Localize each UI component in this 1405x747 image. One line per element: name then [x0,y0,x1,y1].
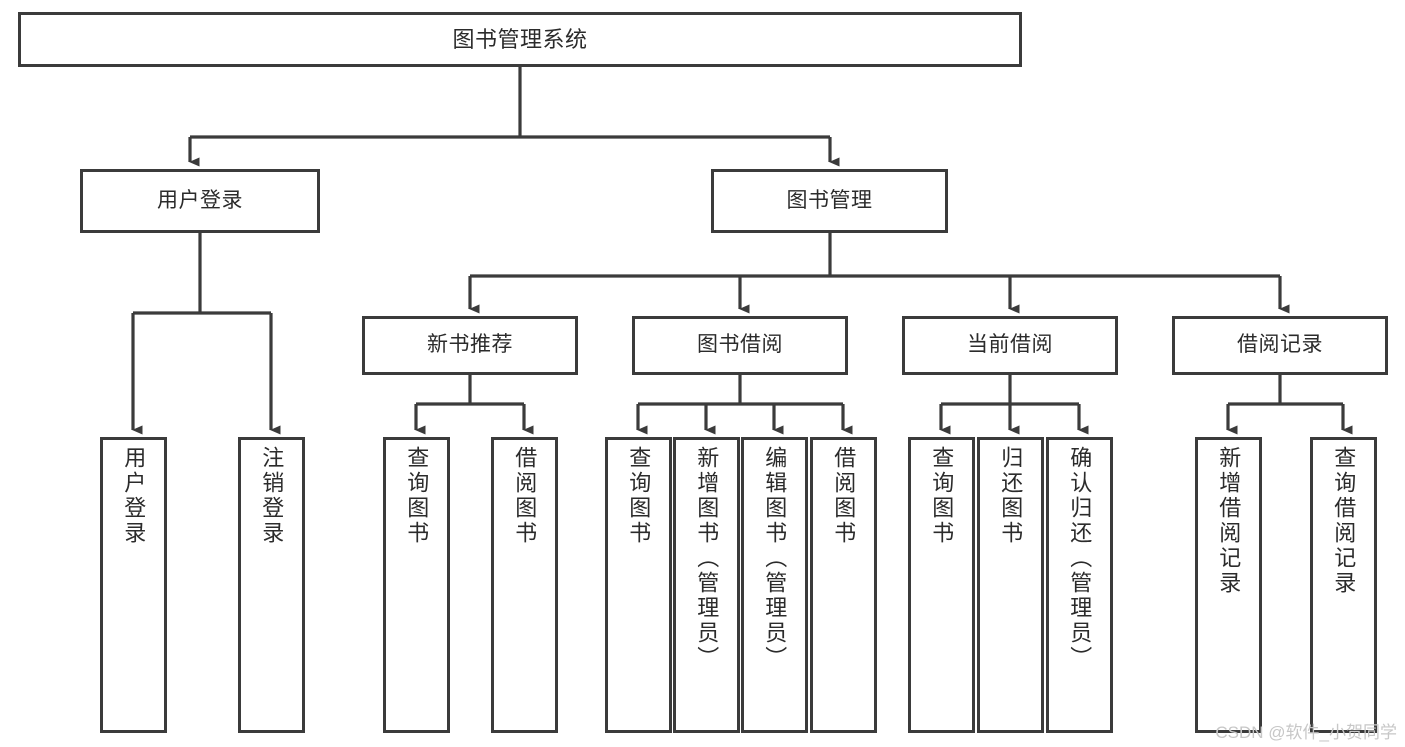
node-new-book-recommend[interactable]: 新书推荐 [362,316,578,375]
node-label: 查询图书 [626,446,652,546]
node-user-login[interactable]: 用户登录 [80,169,320,233]
node-label: 归还图书 [998,446,1024,546]
node-label: 图书借阅 [697,333,783,357]
node-leaf-borrow-book[interactable]: 借阅图书 [810,437,877,733]
node-label: 新增图书（管理员） [694,446,720,671]
node-label: 借阅记录 [1237,333,1323,357]
node-label: 借阅图书 [512,446,538,546]
node-label: 查询图书 [929,446,955,546]
node-leaf-query-book-current[interactable]: 查询图书 [908,437,975,733]
node-leaf-query-book-recommend[interactable]: 查询图书 [383,437,450,733]
node-label: 编辑图书（管理员） [762,446,788,671]
node-leaf-edit-book-admin[interactable]: 编辑图书（管理员） [741,437,808,733]
node-leaf-confirm-return-admin[interactable]: 确认归还（管理员） [1046,437,1113,733]
watermark-text: CSDN @软件_小贺同学 [1215,723,1397,742]
node-label: 图书管理 [786,188,873,212]
node-book-management[interactable]: 图书管理 [711,169,948,233]
node-book-management-system[interactable]: 图书管理系统 [18,12,1022,67]
node-leaf-add-borrow-record[interactable]: 新增借阅记录 [1195,437,1262,733]
node-label: 用户登录 [157,188,243,212]
node-label: 用户登录 [121,446,147,546]
node-label: 查询图书 [404,446,430,546]
node-label: 注销登录 [259,446,285,546]
node-leaf-user-login[interactable]: 用户登录 [100,437,167,733]
node-label: 新书推荐 [427,333,513,357]
node-book-borrow[interactable]: 图书借阅 [632,316,848,375]
node-borrow-record[interactable]: 借阅记录 [1172,316,1388,375]
node-label: 查询借阅记录 [1331,446,1357,596]
node-label: 确认归还（管理员） [1067,446,1093,671]
node-label: 当前借阅 [967,333,1053,357]
node-leaf-logout[interactable]: 注销登录 [238,437,305,733]
node-label: 新增借阅记录 [1216,446,1242,596]
node-leaf-query-borrow-record[interactable]: 查询借阅记录 [1310,437,1377,733]
node-leaf-return-book[interactable]: 归还图书 [977,437,1044,733]
node-label: 借阅图书 [831,446,857,546]
node-leaf-borrow-book-recommend[interactable]: 借阅图书 [491,437,558,733]
node-label: 图书管理系统 [452,26,588,52]
node-leaf-add-book-admin[interactable]: 新增图书（管理员） [673,437,740,733]
node-current-borrow[interactable]: 当前借阅 [902,316,1118,375]
node-leaf-query-book-borrow[interactable]: 查询图书 [605,437,672,733]
